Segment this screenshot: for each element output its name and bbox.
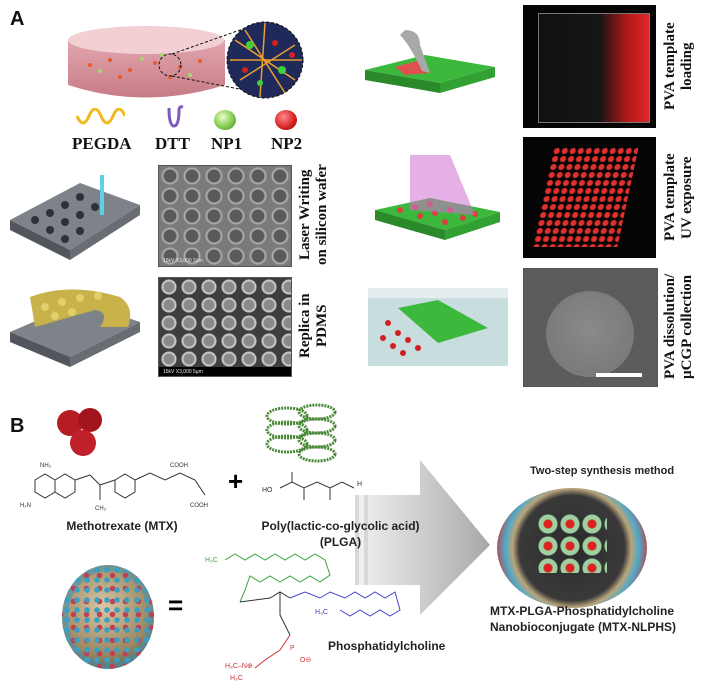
step-label-pva-loading: PVA template loading (662, 22, 695, 111)
equals-sign: = (168, 590, 184, 620)
phosphatidylcholine-structure: H₃C H₃C P H₃C–N⊕ H₃C O⊖ (205, 553, 401, 682)
mtx-structure: NH₂ H₂N CH₃ COOH COOH (20, 463, 208, 512)
pc-label: Phosphatidylcholine (328, 639, 446, 653)
sem-image-silicon-wafer: 15kV X3,000 2µm (158, 165, 292, 267)
mtx-label: Methotrexate (MTX) (66, 519, 178, 533)
wavy-chain-icon (75, 108, 125, 125)
svg-text:H₃C: H₃C (205, 557, 218, 564)
svg-text:HO: HO (262, 487, 273, 494)
mtx-particles-icon (57, 408, 102, 456)
sem-caption: 15kV X3,000 5µm (163, 369, 203, 375)
step-label-laser-writing: Laser Writing on silicon wafer (297, 164, 330, 265)
legend-label-np2: NP2 (271, 134, 303, 153)
sem-image-pdms-replica: 15kV X3,000 5µm (158, 277, 292, 377)
sem-image-microparticle (523, 268, 658, 387)
hook-chain-icon (167, 105, 184, 128)
particle-core (537, 513, 607, 573)
svg-text:P: P (290, 645, 295, 652)
pva-dissolution-illustration (368, 288, 508, 366)
legend-label-pegda: PEGDA (72, 134, 132, 153)
legend-label-dtt: DTT (155, 134, 190, 153)
scale-bar (596, 373, 642, 377)
plga-label-line1: Poly(lactic-co-glycolic acid) (261, 519, 420, 533)
sem-caption: 15kV X3,000 2µm (163, 258, 203, 264)
confocal-image-uv-exposure (523, 137, 656, 258)
svg-text:COOH: COOH (190, 503, 208, 509)
pva-loading-illustration (365, 30, 495, 93)
red-sphere-icon (275, 110, 297, 130)
step-label-replica-pdms: Replica in PDMS (297, 293, 330, 359)
panel-a-letter: A (10, 8, 25, 30)
liposome-sphere (62, 565, 154, 669)
uv-exposure-illustration (375, 155, 500, 240)
svg-text:H₂N: H₂N (20, 503, 31, 509)
product-label-line1: MTX-PLGA-Phosphatidylcholine (490, 604, 675, 618)
method-title: Two-step synthesis method (530, 465, 675, 477)
svg-text:H₃C: H₃C (230, 675, 243, 682)
svg-text:H₃C–N⊕: H₃C–N⊕ (225, 663, 253, 670)
svg-text:O⊖: O⊖ (300, 657, 311, 664)
svg-text:NH₂: NH₂ (40, 463, 52, 469)
svg-text:CH₃: CH₃ (95, 506, 107, 512)
arrow-icon (355, 460, 490, 615)
nanobioconjugate-particle (497, 488, 647, 608)
step-label-pva-dissolution: PVA dissolution/ µCGP collection (662, 273, 695, 380)
svg-text:H: H (357, 481, 362, 488)
legend-label-np1: NP1 (211, 134, 243, 153)
hydrogel-illustration (68, 21, 304, 99)
plga-coil-icon (265, 403, 337, 463)
confocal-image-loading (523, 5, 656, 128)
step-label-uv-exposure: PVA template UV exposure (662, 153, 695, 242)
svg-text:H₃C: H₃C (315, 609, 328, 616)
svg-text:COOH: COOH (170, 463, 188, 469)
green-sphere-icon (214, 110, 236, 130)
plga-structure: HO H (262, 472, 362, 500)
pdms-replica-illustration (10, 289, 140, 367)
laser-writing-illustration (10, 175, 140, 260)
product-label-line2: Nanobioconjugate (MTX-NLPHS) (490, 620, 676, 634)
plus-sign: + (228, 466, 244, 496)
plga-label-line2: (PLGA) (319, 535, 362, 549)
panel-b-letter: B (10, 415, 25, 437)
